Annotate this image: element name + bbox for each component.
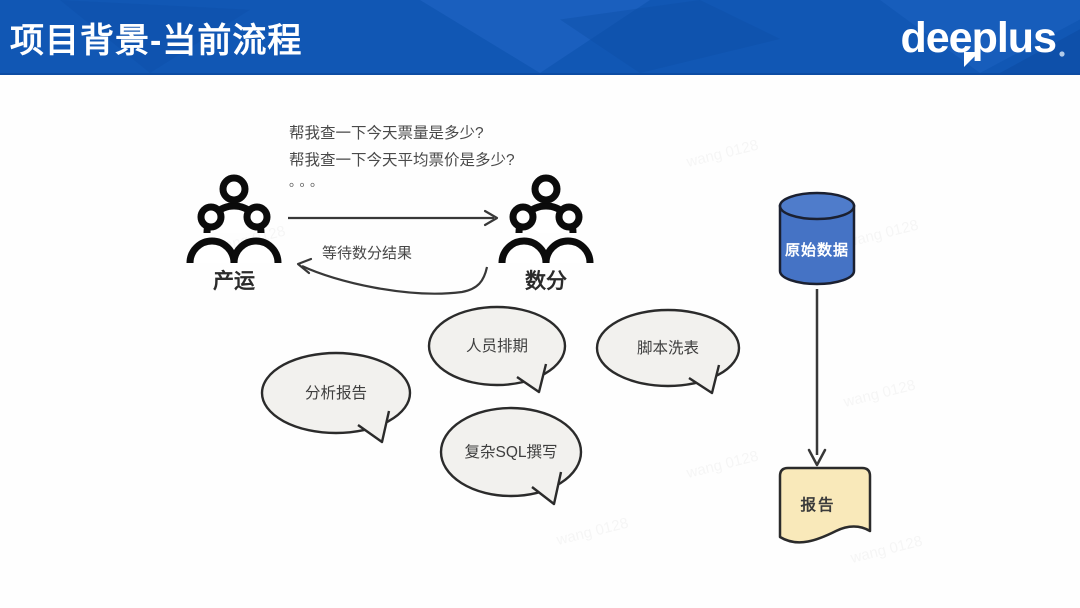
actor-chanyun-label: 产运: [213, 269, 255, 293]
report-document: 报告: [778, 466, 872, 544]
bubble-label: 脚本洗表: [637, 339, 699, 357]
watermark-text: wang 0128: [554, 515, 630, 549]
watermark-text: wang 0128: [684, 448, 760, 482]
actor-shufen-label: 数分: [525, 270, 567, 293]
actor-shufen-icon: [502, 178, 590, 263]
report-label: 报告: [800, 495, 835, 514]
page-title: 项目背景-当前流程: [10, 22, 303, 60]
header-polygon: [1000, 29, 1080, 73]
raw-data-database: 原始数据: [778, 191, 856, 286]
watermark-text: wang 0128: [844, 217, 920, 251]
watermark-text: wang 0128: [841, 377, 917, 411]
deeplus-logo: deeplus: [901, 14, 1065, 67]
database-to-report-arrow: [807, 289, 827, 467]
return-arrow-label: 等待数分结果: [322, 244, 412, 262]
bubble-staff-scheduling: 人员排期: [427, 305, 567, 394]
header-background-pattern: [60, 0, 1080, 73]
question-line-1: 帮我查一下今天票量是多少?: [289, 124, 484, 142]
database-cylinder-body: [778, 204, 856, 286]
header-polygon: [420, 0, 650, 73]
logo-speech-tail-icon: [964, 52, 979, 67]
header-polygon: [880, 0, 1080, 73]
bubble-label: 分析报告: [305, 384, 367, 402]
watermark-text: wang 0128: [684, 137, 760, 171]
question-ellipsis: 。。。: [289, 174, 327, 189]
report-document-shape: [778, 466, 872, 544]
bubble-analysis-report: 分析报告: [260, 351, 412, 444]
bubble-script-cleaning: 脚本洗表: [595, 308, 741, 395]
database-cylinder-top: [778, 191, 856, 221]
actor-chanyun-icon: [190, 178, 278, 263]
header-polygon: [60, 0, 250, 73]
request-arrow: [288, 209, 499, 227]
header-polygon: [560, 0, 780, 73]
logo-dot-icon: [1059, 51, 1065, 57]
deeplus-logo-text: deeplus: [901, 14, 1057, 62]
watermark-text: wang 0128: [848, 533, 924, 567]
slide-header: 项目背景-当前流程 deeplus: [0, 0, 1080, 75]
bubble-label: 人员排期: [466, 337, 528, 355]
process-diagram: wang 0128 wang 0128 wang 0128 wang 0128 …: [0, 124, 924, 567]
database-label: 原始数据: [785, 241, 849, 259]
question-line-2: 帮我查一下今天平均票价是多少?: [289, 151, 515, 169]
bubble-label: 复杂SQL撰写: [464, 443, 557, 461]
bubble-complex-sql: 复杂SQL撰写: [439, 406, 583, 506]
return-arrow: [296, 257, 489, 295]
